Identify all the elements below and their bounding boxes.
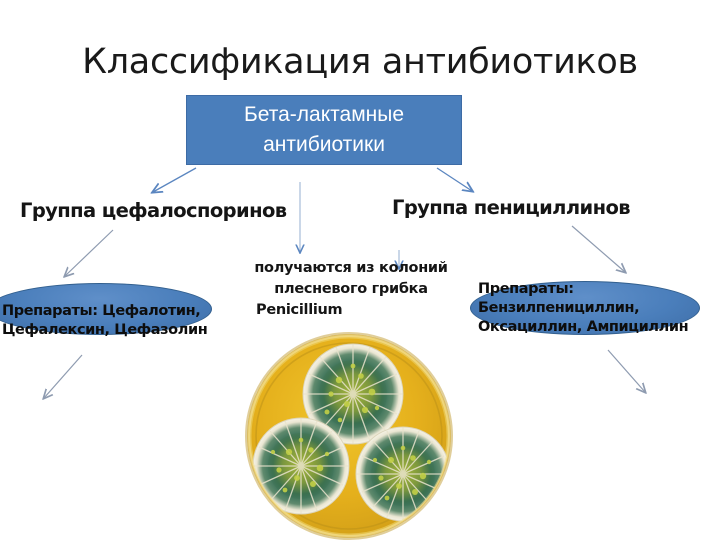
beta-lactam-box: Бета-лактамные антибиотики [186,95,462,165]
cephalosporin-drugs-text: Препараты: Цефалотин, Цефалексин, Цефазо… [2,302,208,340]
arrow-left-drugs-down [44,354,83,398]
penicillin-drugs-text: Препараты: Бензилпенициллин, Оксациллин,… [478,280,689,337]
cephalosporin-drugs-ellipse [0,283,212,335]
ceph-drugs-line2: Цефалексин, Цефазолин [2,322,208,338]
penicillium-origin-caption: получаются из колоний плесневого грибка … [236,258,466,321]
slide-title: Классификация антибиотиков [82,42,638,82]
heading-cephalosporins-group: Группа цефалоспоринов [20,199,287,222]
arrow-box-to-penicillins [436,167,472,191]
pen-drugs-line3: Оксациллин, Ампициллин [478,319,689,335]
ceph-drugs-line1: Препараты: Цефалотин, [2,303,201,319]
heading-penicillins-group: Группа пенициллинов [392,196,631,219]
arrow-box-to-cephalosporins [153,167,197,192]
arrow-penicillins-to-drugs [571,225,625,272]
petri-dish-image [227,332,473,540]
petri-dish-photo [227,332,473,540]
pen-drugs-line2: Бензилпенициллин, [478,300,640,316]
beta-lactam-box-line2: антибиотики [263,133,385,156]
caption-line2: плесневого грибка [274,281,428,297]
arrow-cephalosporins-to-drugs [65,229,114,276]
penicillin-drugs-ellipse [470,281,700,335]
caption-line1: получаются из колоний [254,260,448,276]
pen-drugs-line1: Препараты: [478,281,574,297]
caption-line3-genus: Penicillium [256,302,343,318]
arrow-right-drugs-down [607,349,645,392]
beta-lactam-box-line1: Бета-лактамные [243,103,405,126]
